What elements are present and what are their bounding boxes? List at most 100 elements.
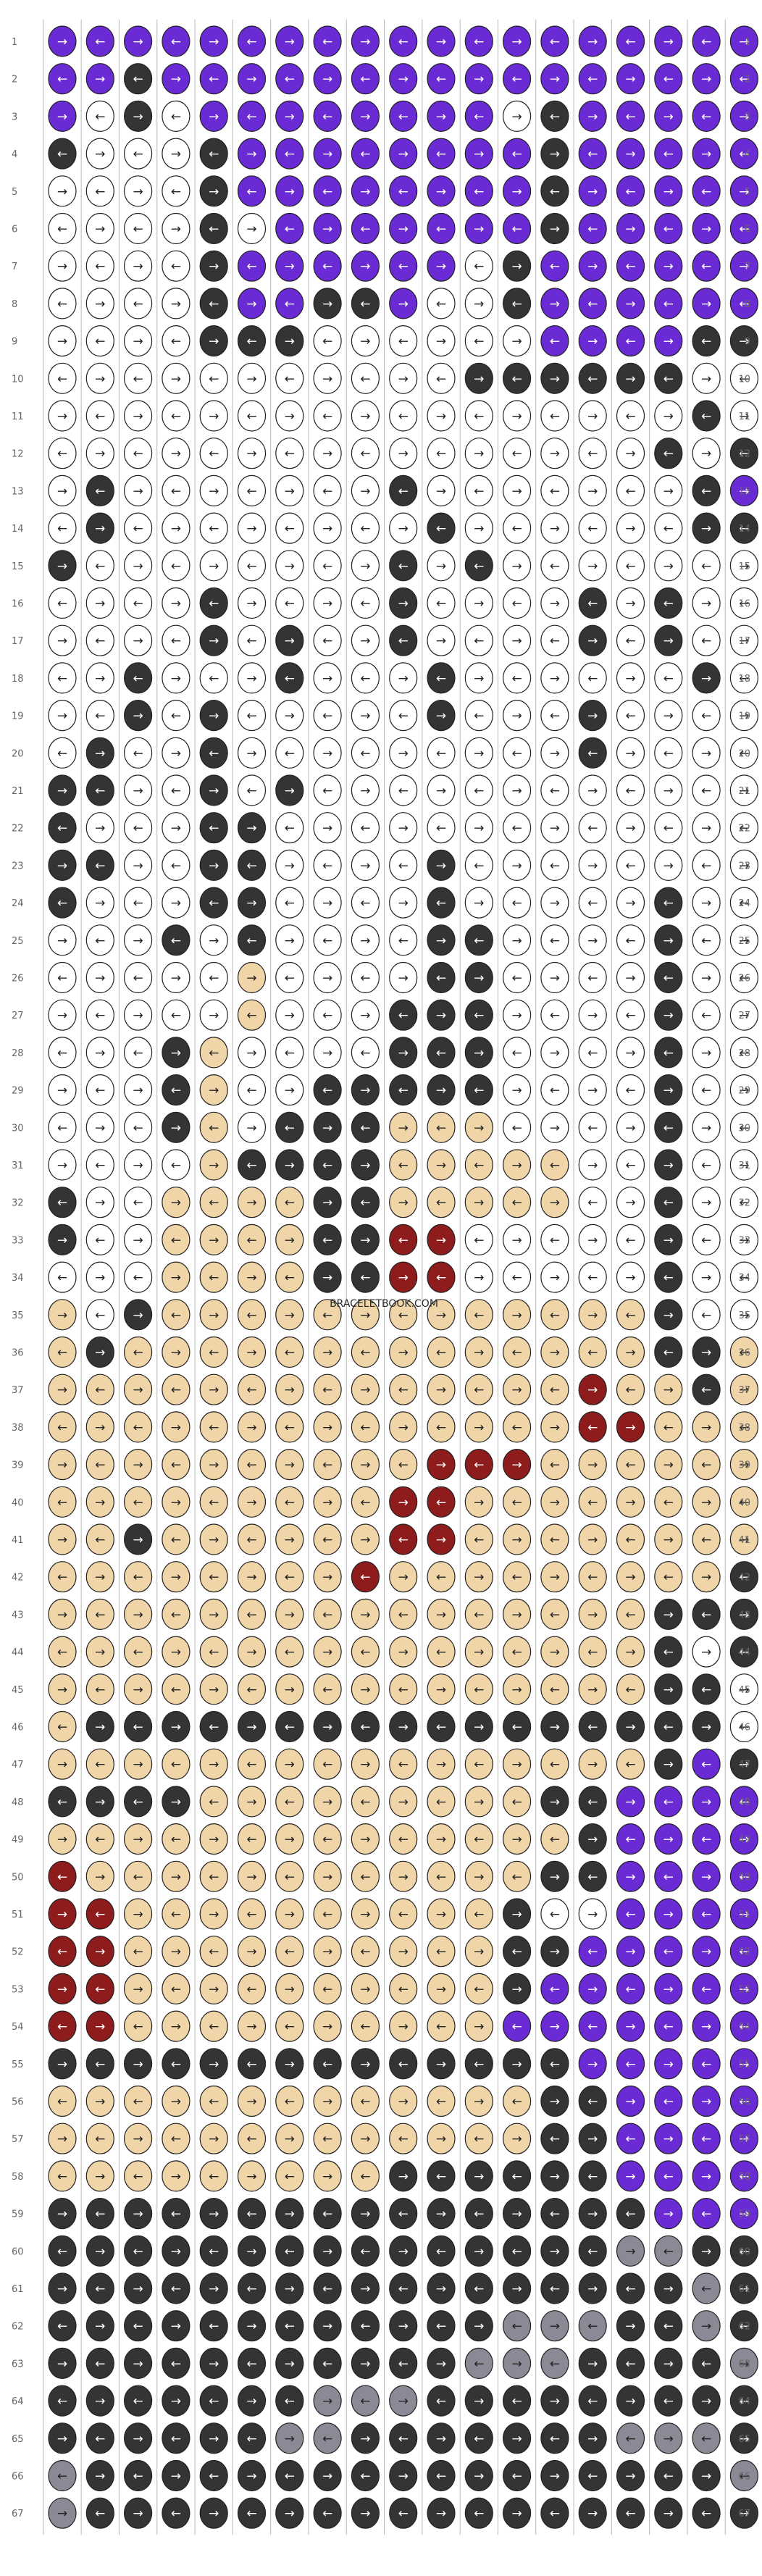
knot: ← [275, 662, 304, 694]
knot: ← [427, 2235, 456, 2267]
knot: ← [692, 774, 721, 806]
knot-arrow-icon: ← [246, 784, 256, 798]
knot-arrow-icon: → [739, 109, 749, 124]
knot-arrow-icon: ← [550, 1383, 560, 1397]
knot: ← [313, 624, 342, 656]
knot-arrow-icon: ← [474, 2057, 484, 2072]
knot-arrow-icon: ← [550, 2132, 560, 2146]
knot: ← [427, 512, 456, 544]
knot-arrow-icon: ← [95, 484, 105, 498]
knot: ← [502, 138, 532, 170]
knot-arrow-icon: → [360, 1683, 370, 1697]
knot: → [540, 737, 569, 769]
knot-arrow-icon: → [95, 522, 105, 536]
knot-arrow-icon: → [285, 559, 295, 574]
knot-arrow-icon: ← [587, 672, 598, 686]
knot-arrow-icon: → [474, 522, 484, 536]
knot: ← [85, 474, 114, 507]
knot-arrow-icon: ← [550, 1233, 560, 1247]
knot: ← [48, 1411, 77, 1443]
knot: → [313, 1037, 342, 1069]
knot-arrow-icon: → [474, 1271, 484, 1285]
knot: ← [237, 325, 267, 357]
knot: ← [85, 624, 114, 656]
knot: → [199, 624, 228, 656]
knot-arrow-icon: ← [95, 2506, 105, 2521]
knot: ← [124, 1187, 153, 1218]
knot: ← [692, 2272, 721, 2304]
knot: ← [162, 1673, 190, 1705]
knot-arrow-icon: → [360, 2057, 370, 2072]
knot-arrow-icon: ← [436, 821, 446, 836]
knot-arrow-icon: ← [57, 72, 67, 87]
knot-arrow-icon: → [625, 447, 635, 461]
knot: ← [502, 438, 532, 469]
knot: → [351, 849, 380, 882]
knot: → [616, 961, 645, 994]
knot-arrow-icon: ← [171, 1383, 181, 1397]
knot: ← [578, 2385, 607, 2417]
knot: → [275, 1074, 304, 1106]
knot: ← [237, 2347, 267, 2379]
knot-arrow-icon: ← [474, 1008, 484, 1023]
knot-arrow-icon: → [360, 335, 370, 349]
knot-arrow-icon: → [625, 1945, 635, 1960]
knot-arrow-icon: ← [474, 934, 484, 948]
knot-arrow-icon: ← [171, 35, 181, 49]
knot: ← [502, 961, 532, 994]
knot-arrow-icon: ← [57, 1645, 67, 1660]
knot-arrow-icon: ← [739, 2095, 749, 2109]
knot-arrow-icon: → [625, 1495, 635, 1510]
row-number: 26 [738, 974, 750, 984]
knot-arrow-icon: ← [322, 185, 332, 199]
knot: → [124, 1074, 153, 1106]
row-number: 53 [738, 1984, 750, 1995]
knot: ← [464, 2198, 493, 2230]
knot: ← [692, 2497, 721, 2529]
knot: → [427, 2123, 456, 2154]
knot-arrow-icon: → [739, 1233, 749, 1247]
knot-arrow-icon: → [663, 1833, 674, 1847]
knot: → [275, 2272, 304, 2304]
knot-arrow-icon: → [625, 1271, 635, 1285]
knot-arrow-icon: → [322, 672, 332, 686]
knot: ← [502, 1187, 532, 1218]
row-number: 56 [738, 2097, 750, 2108]
knot-arrow-icon: ← [57, 1196, 67, 1210]
knot-arrow-icon: → [436, 1683, 446, 1697]
knot: → [654, 25, 683, 57]
knot: → [275, 474, 304, 507]
knot: ← [351, 2085, 380, 2117]
knot: → [616, 2235, 645, 2267]
knot-arrow-icon: → [511, 2282, 522, 2296]
knot: ← [692, 1523, 721, 1555]
row-numbers-right: 1234567891011121314151617181920212223242… [738, 37, 750, 2519]
knot-arrow-icon: → [133, 1683, 143, 1697]
knot: → [351, 924, 380, 956]
knot-arrow-icon: ← [95, 2282, 105, 2296]
knot-arrow-icon: ← [398, 1383, 409, 1397]
knot-arrow-icon: → [587, 259, 598, 274]
knot-arrow-icon: → [739, 185, 749, 199]
knot: ← [427, 212, 456, 245]
knot-arrow-icon: ← [587, 147, 598, 162]
knot-arrow-icon: → [95, 1495, 105, 1510]
knot: → [616, 438, 645, 469]
knot-arrow-icon: ← [246, 1383, 256, 1397]
knot: ← [616, 1823, 645, 1855]
knot-arrow-icon: → [133, 634, 143, 648]
knot-arrow-icon: → [360, 1533, 370, 1547]
knot: → [464, 1860, 493, 1892]
knot-arrow-icon: → [398, 1046, 409, 1061]
knot: ← [313, 699, 342, 732]
knot: → [389, 2459, 418, 2492]
knot-arrow-icon: → [474, 2470, 484, 2484]
knot-arrow-icon: ← [322, 2057, 332, 2072]
knot: → [313, 587, 342, 619]
knot-arrow-icon: → [95, 1870, 105, 1884]
knot: → [427, 325, 456, 357]
knot: → [124, 1299, 153, 1331]
knot: ← [578, 2085, 607, 2117]
row-number: 49 [12, 1835, 24, 1846]
knot: → [48, 1299, 77, 1331]
